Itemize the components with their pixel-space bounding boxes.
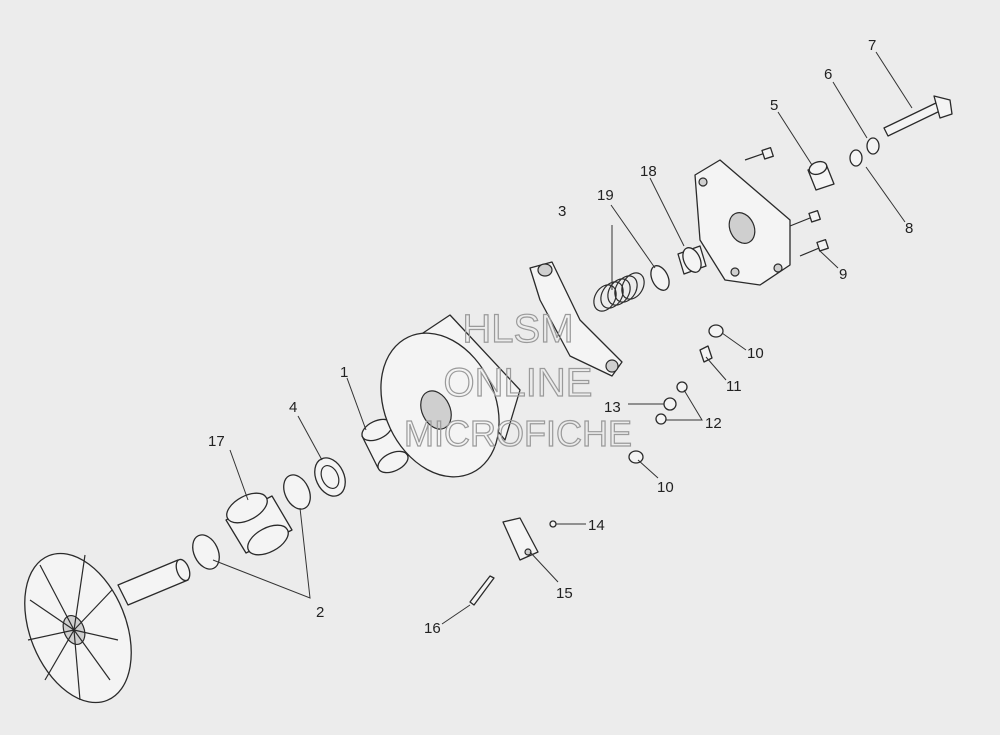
snap-ring-right [283, 474, 311, 510]
spring [593, 272, 645, 312]
callout-7: 7 [868, 37, 876, 54]
seal [314, 457, 346, 497]
callout-12: 12 [705, 415, 722, 432]
callout-19: 19 [597, 187, 614, 204]
callout-9: 9 [839, 266, 847, 283]
callout-8: 8 [905, 220, 913, 237]
washer [650, 265, 670, 291]
callout-1: 1 [340, 364, 348, 381]
bolts [744, 147, 829, 257]
callout-6: 6 [824, 66, 832, 83]
spider [529, 261, 623, 377]
cover-bushing [677, 245, 707, 275]
washer-8 [849, 149, 863, 167]
callout-10-lower: 10 [657, 479, 674, 496]
cam-weight [502, 517, 539, 561]
callout-labels: 1 2 3 4 5 6 7 8 9 10 10 11 12 13 14 15 1… [208, 37, 913, 637]
callout-18: 18 [640, 163, 657, 180]
callout-14: 14 [588, 517, 605, 534]
callout-4: 4 [289, 399, 297, 416]
callout-15: 15 [556, 585, 573, 602]
callout-2: 2 [316, 604, 324, 621]
sleeve [225, 492, 293, 556]
movable-sheave [380, 314, 521, 478]
pin-16 [469, 575, 495, 606]
roller-12b [655, 413, 667, 425]
snap-ring-left [192, 534, 220, 570]
fixed-sheave-with-shaft [24, 552, 191, 704]
callout-3: 3 [558, 203, 566, 220]
watermark-line1: HLSM [462, 307, 573, 351]
cover-plate [694, 159, 791, 286]
callout-5: 5 [770, 97, 778, 114]
callout-11: 11 [726, 378, 742, 395]
weight-lower [628, 450, 644, 464]
nut-14 [549, 520, 557, 528]
callout-13: 13 [604, 399, 621, 416]
callout-10-upper: 10 [747, 345, 764, 362]
long-bolt [883, 95, 953, 137]
roller-12a [676, 381, 688, 393]
pin-11 [699, 345, 713, 363]
roller-13 [663, 397, 677, 411]
watermark: HLSM ONLINE MICROFICHE [403, 306, 632, 454]
callout-16: 16 [424, 620, 441, 637]
spacer [807, 160, 835, 191]
watermark-line3: MICROFICHE [404, 413, 632, 454]
watermark-line2: ONLINE [444, 361, 593, 405]
washer-6 [866, 137, 880, 155]
callout-17: 17 [208, 433, 225, 450]
weight-upper [708, 324, 724, 338]
bushing [361, 418, 409, 474]
leader-lines [212, 51, 913, 625]
